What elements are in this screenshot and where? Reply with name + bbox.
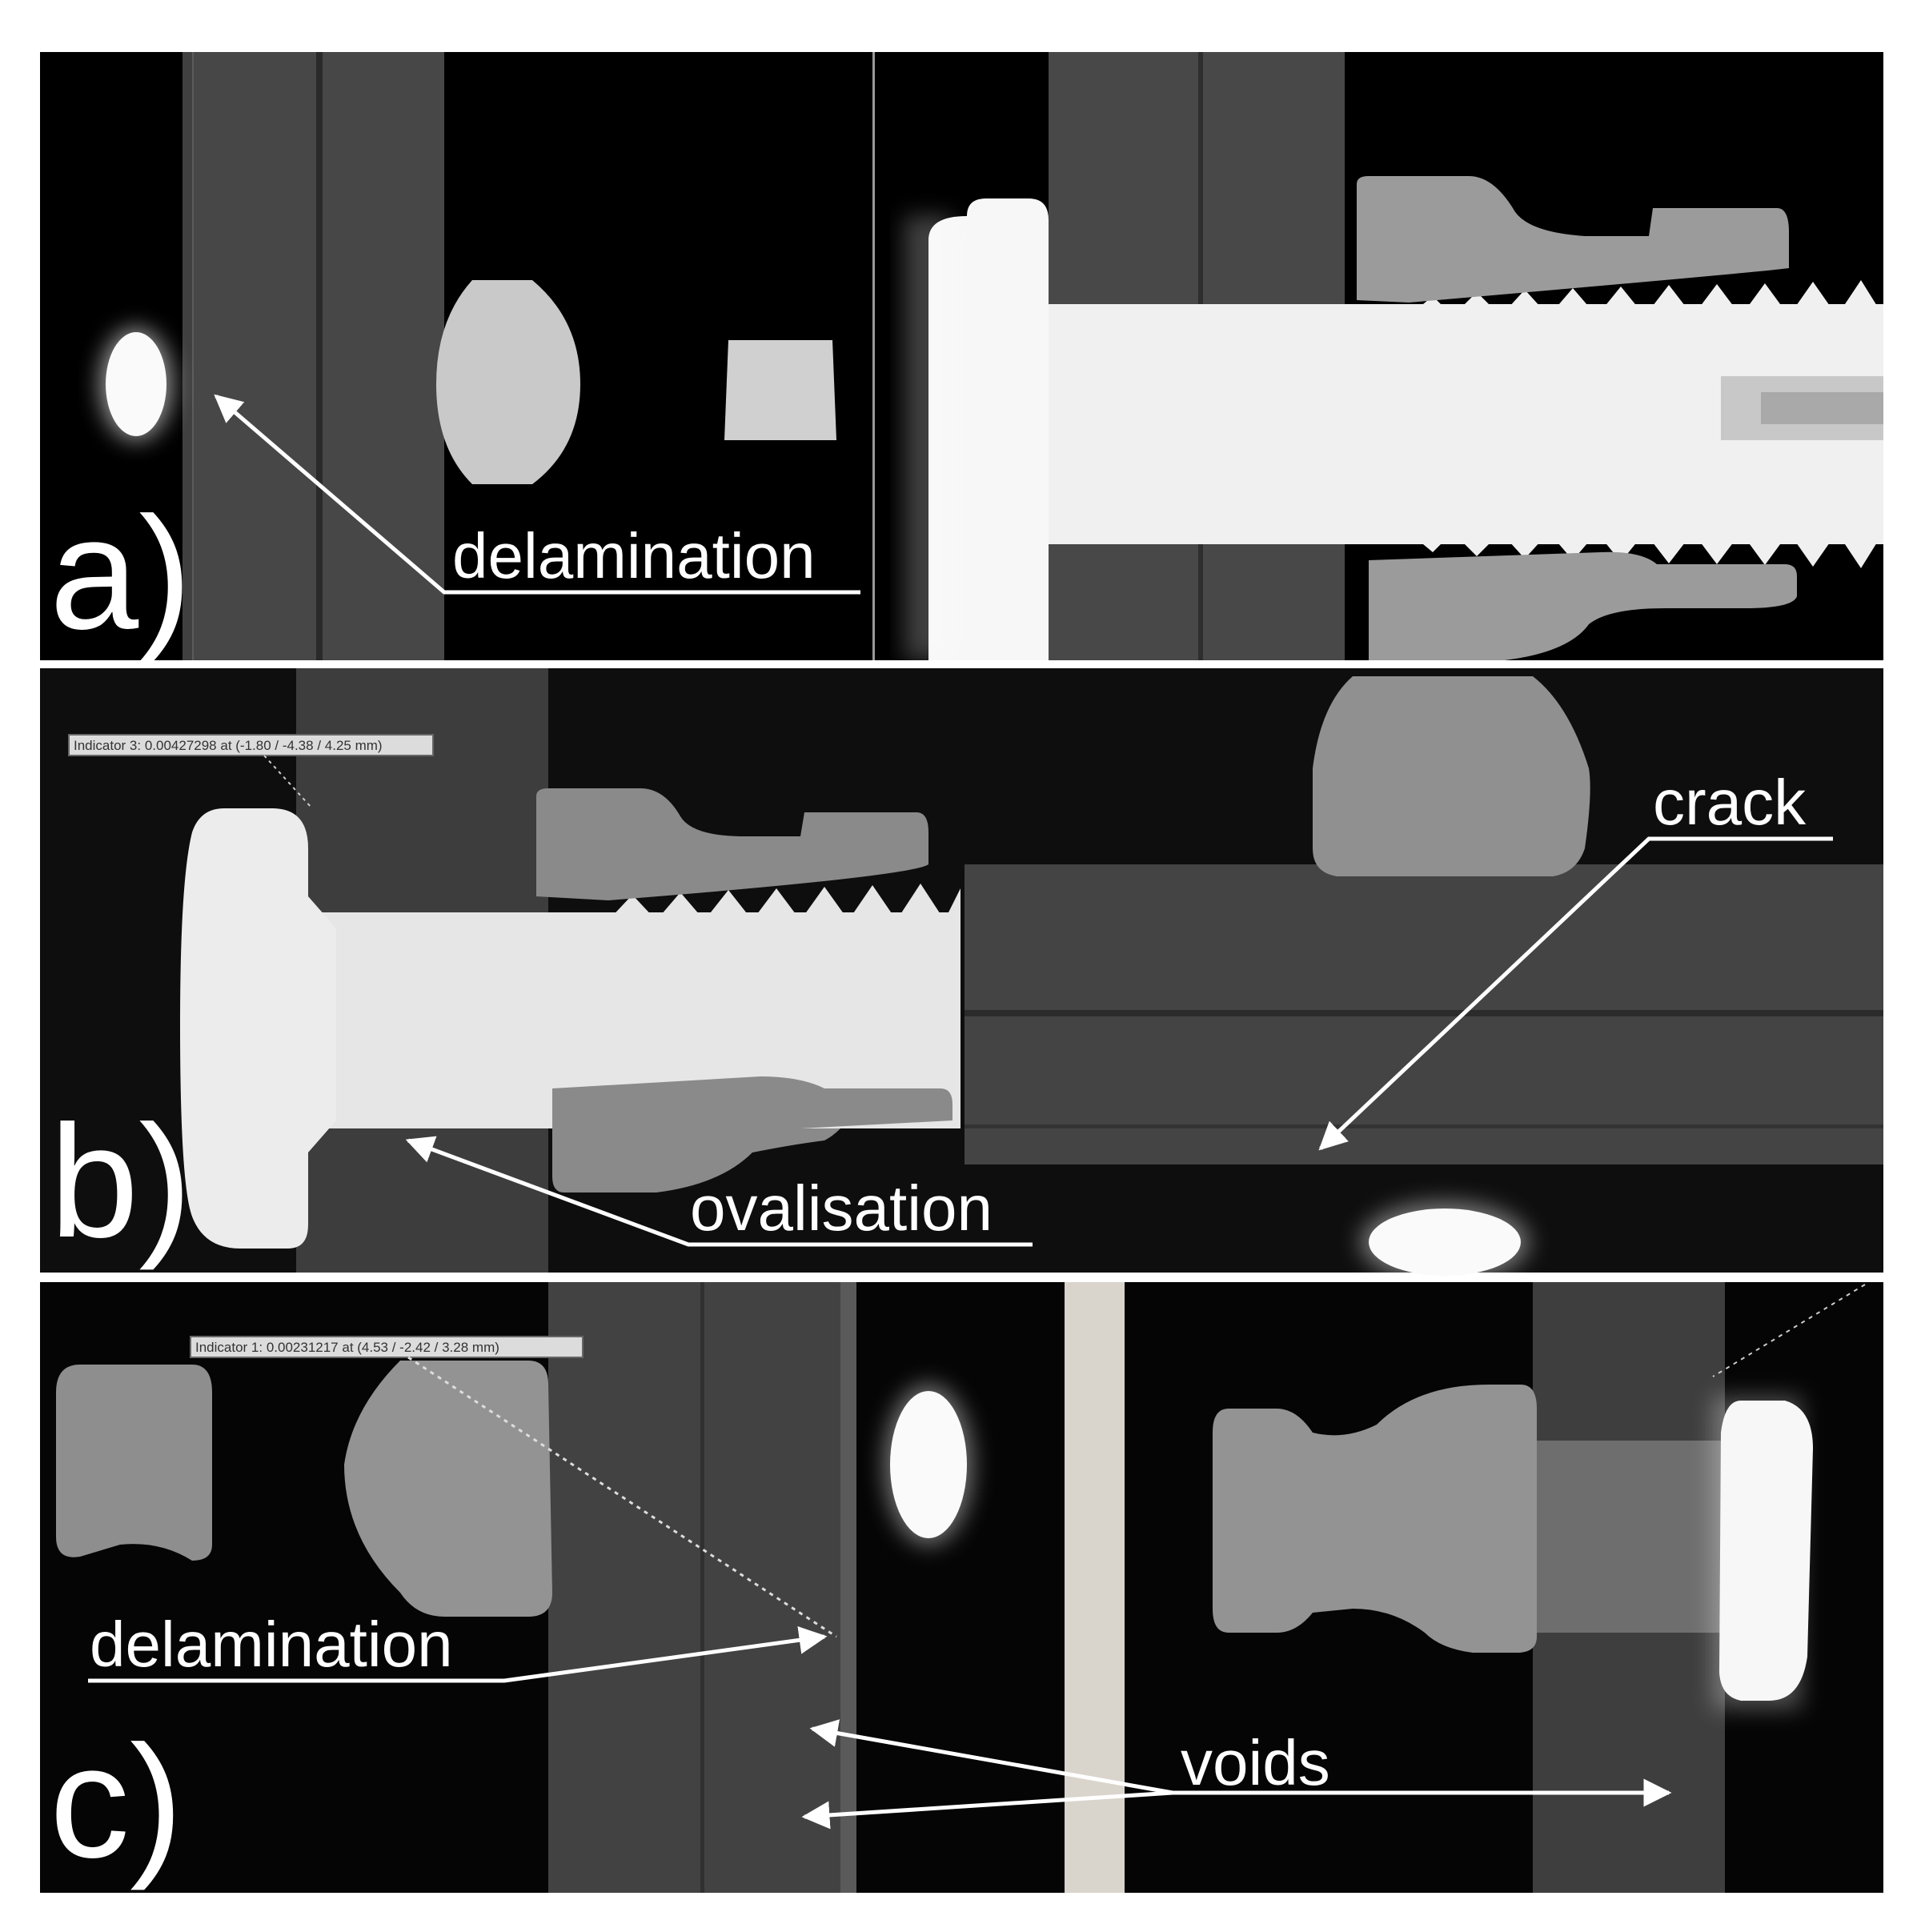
rivet-head [928,198,1049,660]
collar-upper [536,788,928,900]
laminate-edge [840,1282,856,1893]
rivet-head [1719,1401,1813,1701]
glow [904,216,952,660]
collar-section [436,280,580,484]
arrow-a-delamination [214,394,860,595]
rivet-head [180,808,336,1249]
indicator-leader-c-right [1712,1284,1866,1377]
panel-b [40,668,1883,1282]
collar-upper [1357,176,1789,303]
thread-upper [1409,280,1883,336]
laminate-edge [182,52,194,660]
arrow-c-voids [801,1719,1672,1830]
indicator-leader-b [263,755,313,809]
collar-lower [1369,551,1797,660]
panel-separator [40,1276,1883,1281]
panel-label-a: a) [50,484,192,663]
panel-c-divider-bar [1065,1282,1125,1893]
laminate-ply-line [965,1010,1883,1016]
arrow-b-ovalisation [405,1136,1033,1247]
annotation-c-delamination: delamination [90,1609,453,1680]
rivet-head-section [1369,1209,1521,1276]
indicator-leader-c [407,1356,837,1638]
annotation-b-ovalisation: ovalisation [690,1172,993,1244]
panel-separator [40,662,1883,667]
collar-end-section [56,1365,212,1561]
annotation-a-delamination: delamination [452,520,816,591]
shank-bore-core [1761,392,1883,424]
collar-section [1213,1385,1537,1653]
thread-lower [608,1020,960,1076]
thread-lower [1409,512,1883,568]
panel-a [40,52,1883,660]
laminate-ply-line [700,1282,704,1893]
annotation-b-crack: crack [1653,767,1807,838]
panel-label-b: b) [50,1092,192,1271]
panel-label-c: c) [50,1713,183,1891]
collar-lower [552,1076,952,1192]
indicator-label-c: Indicator 1: 0.00231217 at (4.53 / -2.42… [190,1336,584,1358]
collar-section [1313,676,1590,876]
indicator-text-b: Indicator 3: 0.00427298 at (-1.80 / -4.3… [74,738,383,753]
laminate-ply-line [316,52,323,660]
indicator-label-b: Indicator 3: 0.00427298 at (-1.80 / -4.3… [68,734,434,756]
collar-bore [1533,1441,1725,1633]
panel-c [40,1282,1883,1893]
collar-end-section [724,340,836,440]
panel-a-divider [872,52,875,660]
arrow-b-crack [1318,836,1833,1151]
indicator-text-c: Indicator 1: 0.00231217 at (4.53 / -2.42… [195,1340,499,1355]
thread-upper [608,884,960,936]
rivet-head-section [106,332,166,436]
rivet-head-section [890,1391,967,1538]
collar-section [344,1361,552,1617]
laminate-ply-line [965,1124,1883,1128]
annotation-c-voids: voids [1181,1727,1330,1798]
arrow-c-delamination [88,1625,828,1683]
